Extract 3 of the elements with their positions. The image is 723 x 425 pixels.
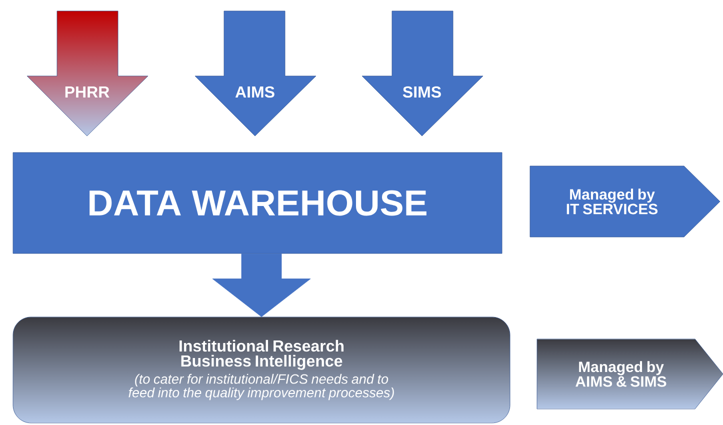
process-box: DATA WAREHOUSE: [12, 152, 502, 254]
rounded-box: Institutional Research Business Intelligence (to cater for institutional/FICS needs and to feed into the quality improvement processes): [12, 316, 510, 424]
block-arrow: [212, 254, 311, 317]
